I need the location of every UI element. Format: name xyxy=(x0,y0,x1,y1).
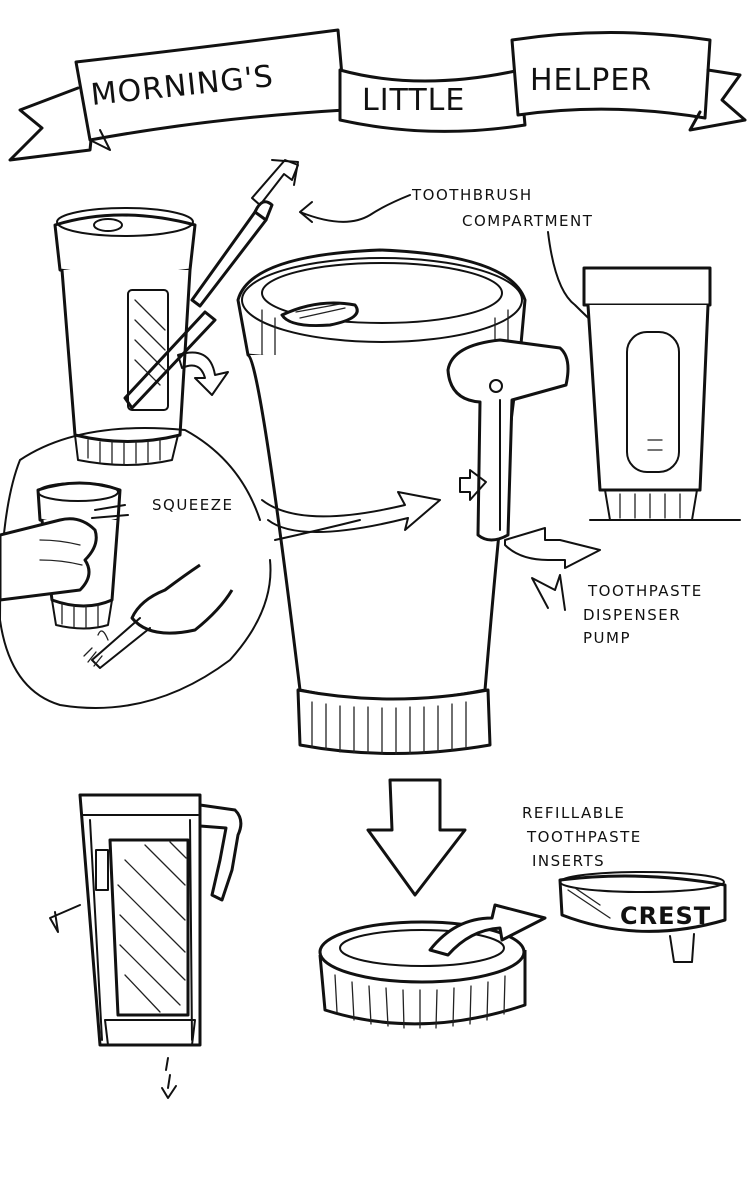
refill-label-line2: TOOTHPASTE xyxy=(526,828,642,846)
main-mug xyxy=(236,248,601,755)
squeeze-detail xyxy=(0,427,441,709)
refill-label-line3: INSERTS xyxy=(532,852,605,870)
down-arrow xyxy=(366,778,467,897)
title-word-helper: HELPER xyxy=(530,63,652,98)
refill-label: REFILLABLE TOOTHPASTE INSERTS xyxy=(522,804,642,870)
cartridge-brand-text: CREST xyxy=(620,902,711,930)
title-word-little: LITTLE xyxy=(362,83,465,118)
toothbrush-label: TOOTHBRUSH COMPARTMENT xyxy=(411,186,593,230)
toothpaste-cartridge: CREST xyxy=(558,871,727,963)
toothbrush-label-line2: COMPARTMENT xyxy=(462,212,593,230)
title-banner: MORNING'S LITTLE HELPER xyxy=(8,28,747,162)
pump-label-line3: PUMP xyxy=(583,629,631,647)
squeeze-label: SQUEEZE xyxy=(152,496,234,514)
toothbrush-label-line1: TOOTHBRUSH xyxy=(411,186,533,204)
pump-label: TOOTHPASTE DISPENSER PUMP xyxy=(531,574,703,647)
side-view-mug-left xyxy=(53,159,299,466)
cross-section-mug xyxy=(49,793,243,1099)
toothbrush-pointer-arrow xyxy=(299,194,411,223)
pump-label-line2: DISPENSER xyxy=(583,606,681,624)
pump-label-line1: TOOTHPASTE xyxy=(587,582,703,600)
refill-label-line1: REFILLABLE xyxy=(522,804,625,822)
side-view-mug-right xyxy=(582,266,741,521)
base-cap xyxy=(318,903,547,1029)
